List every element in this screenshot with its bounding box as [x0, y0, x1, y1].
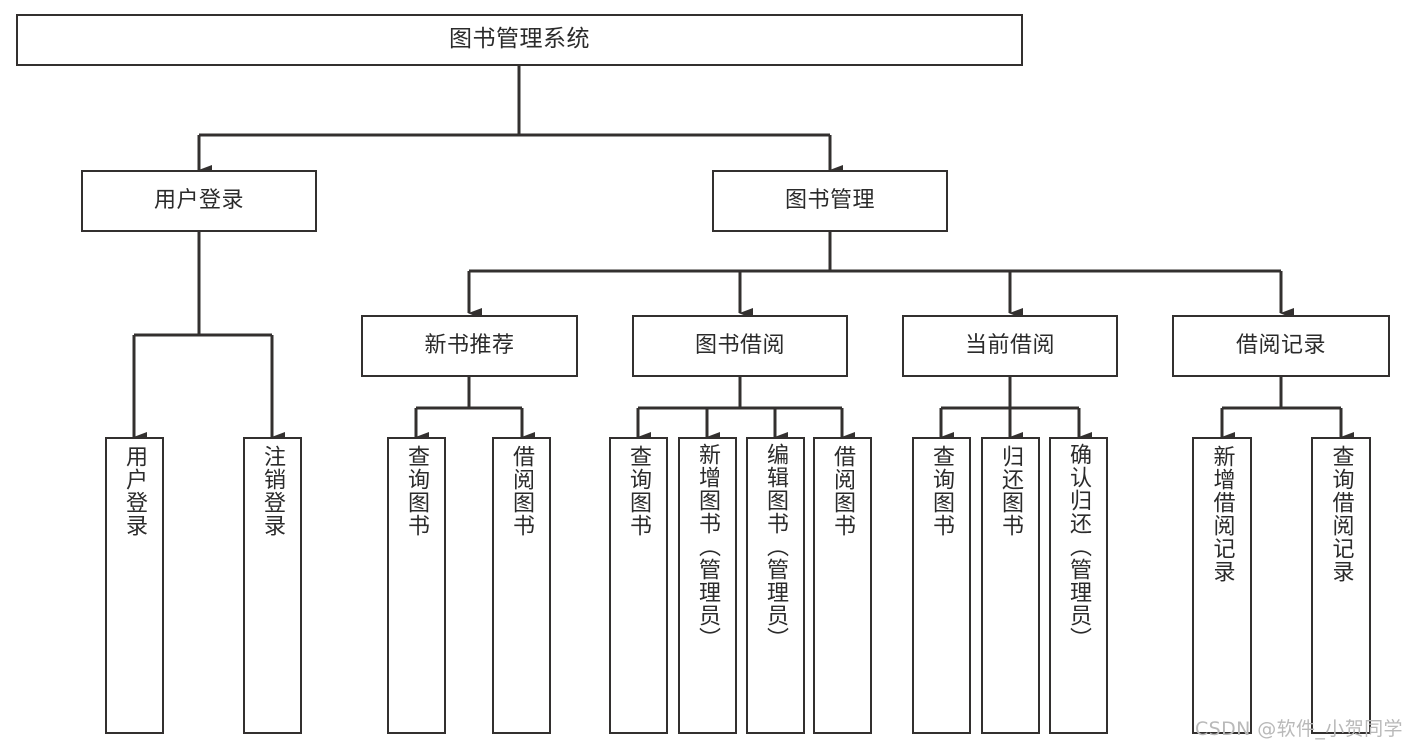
node-new-book-recommend-label: 新书推荐: [424, 333, 515, 359]
node-leaf-add-record[interactable]: 新增借阅记录: [1192, 437, 1252, 734]
csdn-watermark: CSDN @软件_小贺同学: [1195, 718, 1403, 740]
node-leaf-borrow-book-1-label: 借阅图书: [509, 445, 535, 537]
node-leaf-edit-book[interactable]: 编辑图书（管理员）: [746, 437, 805, 734]
node-leaf-query-book-1-label: 查询图书: [404, 445, 430, 537]
node-current-borrow[interactable]: 当前借阅: [902, 315, 1118, 377]
node-leaf-borrow-book-2-label: 借阅图书: [830, 445, 856, 537]
node-leaf-query-record-label: 查询借阅记录: [1328, 445, 1354, 583]
node-leaf-query-book-3[interactable]: 查询图书: [912, 437, 971, 734]
node-leaf-borrow-book-1[interactable]: 借阅图书: [492, 437, 551, 734]
node-leaf-logout-login-label: 注销登录: [260, 445, 286, 537]
node-leaf-confirm-return[interactable]: 确认归还（管理员）: [1049, 437, 1108, 734]
node-leaf-add-book-label: 新增图书（管理员）: [695, 443, 721, 650]
node-borrow-record[interactable]: 借阅记录: [1172, 315, 1390, 377]
node-leaf-confirm-return-label: 确认归还（管理员）: [1066, 443, 1092, 650]
node-leaf-add-book[interactable]: 新增图书（管理员）: [678, 437, 737, 734]
node-user-login-label: 用户登录: [153, 188, 244, 214]
node-book-management-label: 图书管理: [784, 188, 875, 214]
node-leaf-return-book-label: 归还图书: [998, 445, 1024, 537]
node-leaf-query-book-3-label: 查询图书: [929, 445, 955, 537]
node-leaf-add-record-label: 新增借阅记录: [1209, 445, 1235, 583]
node-current-borrow-label: 当前借阅: [964, 333, 1055, 359]
node-user-login[interactable]: 用户登录: [81, 170, 317, 232]
node-leaf-logout-login[interactable]: 注销登录: [243, 437, 302, 734]
node-borrow-record-label: 借阅记录: [1235, 333, 1326, 359]
node-leaf-user-login[interactable]: 用户登录: [105, 437, 164, 734]
node-leaf-borrow-book-2[interactable]: 借阅图书: [813, 437, 872, 734]
node-leaf-query-book-2-label: 查询图书: [626, 445, 652, 537]
node-leaf-query-record[interactable]: 查询借阅记录: [1311, 437, 1371, 734]
node-book-management[interactable]: 图书管理: [712, 170, 948, 232]
node-leaf-return-book[interactable]: 归还图书: [981, 437, 1040, 734]
node-book-borrow-label: 图书借阅: [694, 333, 785, 359]
node-leaf-user-login-label: 用户登录: [122, 445, 148, 537]
node-leaf-query-book-2[interactable]: 查询图书: [609, 437, 668, 734]
node-root-label: 图书管理系统: [449, 26, 590, 53]
node-new-book-recommend[interactable]: 新书推荐: [361, 315, 578, 377]
node-leaf-edit-book-label: 编辑图书（管理员）: [763, 443, 789, 650]
node-root-book-management-system[interactable]: 图书管理系统: [16, 14, 1023, 66]
node-book-borrow[interactable]: 图书借阅: [632, 315, 848, 377]
node-leaf-query-book-1[interactable]: 查询图书: [387, 437, 446, 734]
